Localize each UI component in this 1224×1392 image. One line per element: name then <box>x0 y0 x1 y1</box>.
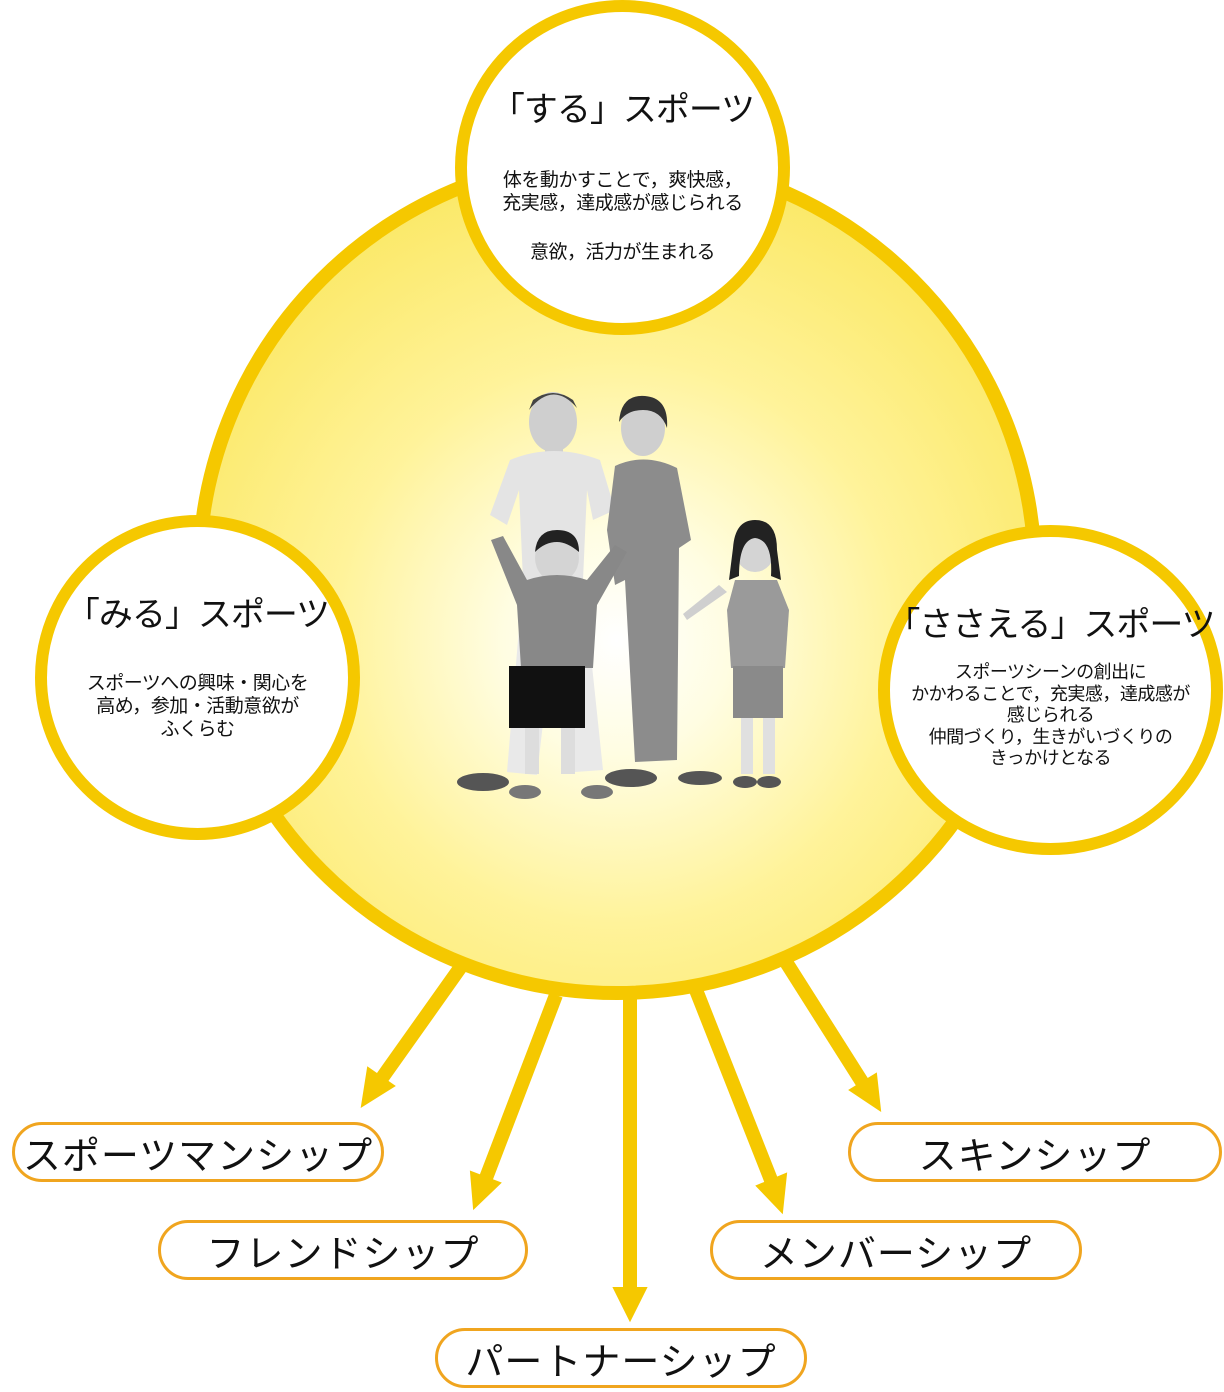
miru-sports-circle: 「みる」スポーツ スポーツへの興味・関心を 高め，参加・活動意欲が ふくらむ <box>35 515 360 840</box>
suru-desc-2: 意欲，活力が生まれる <box>529 241 716 264</box>
family-illustration <box>457 392 789 799</box>
miru-title: 「みる」スポーツ <box>65 595 330 635</box>
suru-sports-circle: 「する」スポーツ 体を動かすことで，爽快感， 充実感，達成感が感じられる 意欲，… <box>455 0 790 335</box>
outcome-friendship: フレンドシップ <box>158 1220 528 1280</box>
outcome-partnership: パートナーシップ <box>435 1328 807 1388</box>
arrow-skinship <box>780 958 868 1086</box>
outcome-membership: メンバーシップ <box>710 1220 1082 1280</box>
miru-desc: スポーツへの興味・関心を 高め，参加・活動意欲が ふくらむ <box>86 672 309 741</box>
sasaeru-desc: スポーツシーンの創出に かかわることで，充実感，達成感が 感じられる 仲間づくり… <box>911 662 1190 770</box>
arrowhead-membership-icon <box>755 1172 788 1215</box>
sasaeru-sports-circle: 「ささえる」スポーツ スポーツシーンの創出に かかわることで，充実感，達成感が … <box>878 525 1223 855</box>
outcome-sportsmanship: スポーツマンシップ <box>12 1122 384 1182</box>
arrowhead-partnership-icon <box>612 1287 648 1323</box>
arrow-friendship <box>479 992 563 1181</box>
suru-title: 「する」スポーツ <box>490 90 755 130</box>
arrowhead-sportsmanship-icon <box>360 1066 396 1109</box>
suru-desc-1: 体を動かすことで，爽快感， 充実感，達成感が感じられる <box>502 169 743 215</box>
outcome-skinship: スキンシップ <box>848 1122 1222 1182</box>
arrowhead-friendship-icon <box>469 1170 502 1211</box>
arrow-sportsmanship <box>376 963 466 1083</box>
arrowhead-skinship-icon <box>848 1072 882 1113</box>
sasaeru-title: 「ささえる」スポーツ <box>886 605 1215 645</box>
arrow-membership <box>689 987 778 1183</box>
